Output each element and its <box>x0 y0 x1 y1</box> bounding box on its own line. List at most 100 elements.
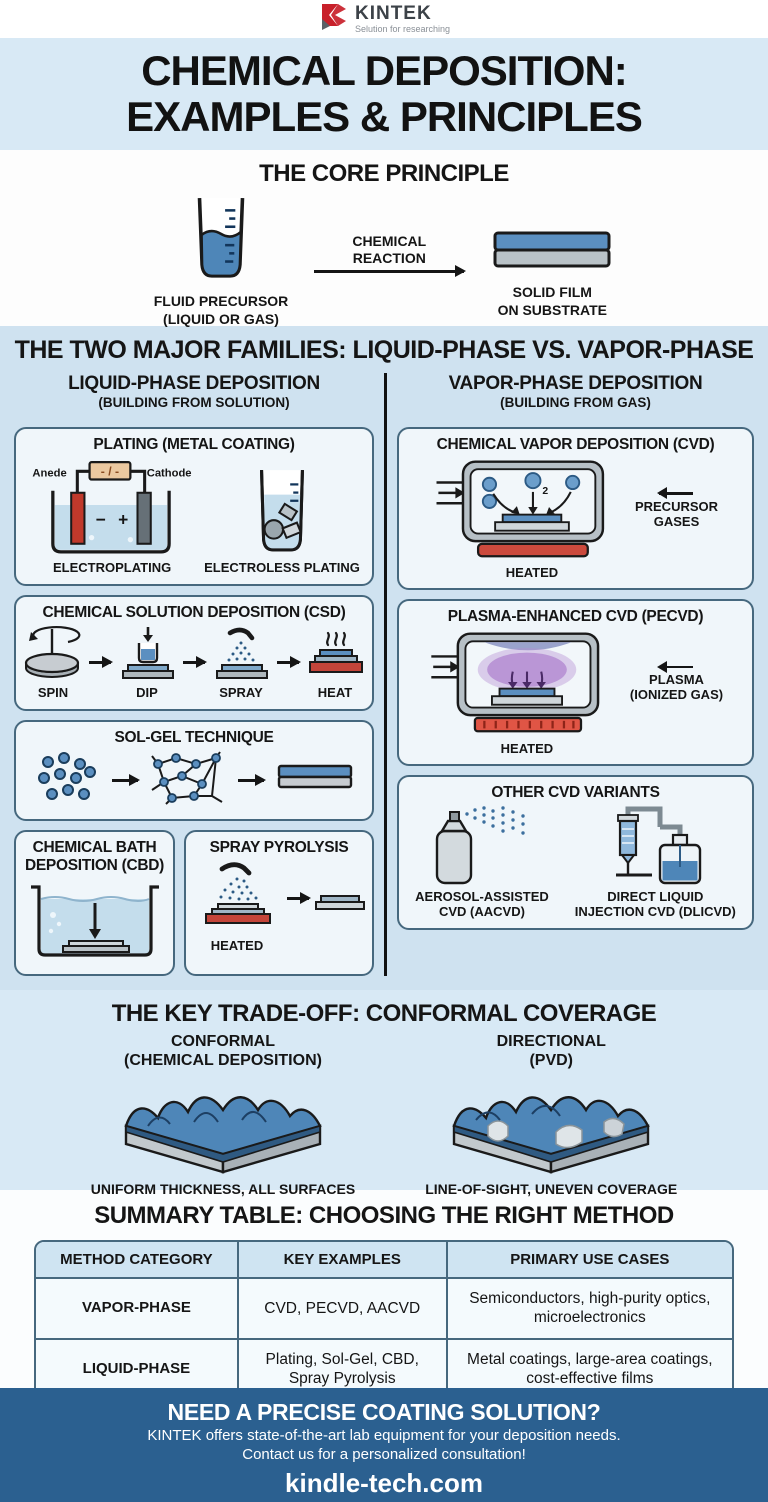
electroplating-cell-icon: - / - Anede Cathode − + <box>28 454 196 561</box>
liquid-column-title: LIQUID-PHASE DEPOSITION <box>68 373 320 394</box>
conformal-figure: CONFORMAL (CHEMICAL DEPOSITION) UNIFORM … <box>91 1032 355 1197</box>
liquid-injection-icon <box>596 805 714 890</box>
dip-label: DIP <box>136 684 158 700</box>
table-row: VAPOR-PHASE CVD, PECVD, AACVD Semiconduc… <box>36 1277 732 1339</box>
page-title-line2: EXAMPLES & PRINCIPLES <box>126 93 643 140</box>
plating-title: PLATING (METAL COATING) <box>93 436 295 453</box>
right-arrow-icon <box>238 774 266 787</box>
pecvd-chamber-icon <box>428 628 626 741</box>
liquid-phase-column: LIQUID-PHASE DEPOSITION (BUILDING FROM S… <box>14 373 374 976</box>
spin-coater-icon <box>22 625 84 686</box>
left-arrow-icon <box>657 487 694 498</box>
right-arrow-icon <box>287 891 311 904</box>
cbd-card: CHEMICAL BATH DEPOSITION (CBD) <box>14 830 175 976</box>
row-examples: CVD, PECVD, AACVD <box>236 1277 447 1339</box>
cbd-title-1: CHEMICAL BATH <box>32 839 157 857</box>
core-principle-heading: THE CORE PRINCIPLE <box>259 160 509 187</box>
aacvd-caption-2: CVD (AACVD) <box>438 904 525 920</box>
sol-particles-icon <box>34 750 100 811</box>
summary-section: SUMMARY TABLE: CHOOSING THE RIGHT METHOD… <box>0 1189 768 1401</box>
plasma-label-2: (IONIZED GAS) <box>629 687 724 703</box>
csd-card: CHEMICAL SOLUTION DEPOSITION (CSD) <box>14 594 374 711</box>
dlicvd-caption-2: INJECTION CVD (DLICVD) <box>574 904 736 920</box>
vapor-column-title: VAPOR-PHASE DEPOSITION <box>448 373 703 394</box>
col-primary-use-cases: PRIMARY USE CASES <box>445 1241 732 1279</box>
right-arrow-icon <box>112 774 140 787</box>
liquid-column-subtitle: (BUILDING FROM SOLUTION) <box>98 395 290 410</box>
cvd-heated-label: HEATED <box>505 564 559 580</box>
col-key-examples: KEY EXAMPLES <box>236 1241 447 1279</box>
reaction-arrow-block: CHEMICAL REACTION <box>314 233 467 278</box>
directional-subtitle: (PVD) <box>529 1052 573 1070</box>
footer-website[interactable]: kindle-tech.com <box>285 1467 483 1498</box>
vapor-phase-column: VAPOR-PHASE DEPOSITION (BUILDING FROM GA… <box>397 373 754 976</box>
core-principle-section: THE CORE PRINCIPLE FLUID PRECURSOR (LIQU… <box>0 150 768 327</box>
aacvd-caption-1: AEROSOL-ASSISTED <box>415 889 549 905</box>
footer-heading: NEED A PRECISE COATING SOLUTION? <box>167 1398 601 1425</box>
gel-network-icon <box>150 750 226 811</box>
cathode-label: Cathode <box>147 467 192 479</box>
footer-cta: NEED A PRECISE COATING SOLUTION? KINTEK … <box>0 1387 768 1502</box>
pyrolysis-heated-label: HEATED <box>210 938 264 954</box>
cvd-variants-card: OTHER CVD VARIANTS <box>397 774 754 931</box>
directional-title: DIRECTIONAL <box>496 1032 606 1050</box>
directional-caption: LINE-OF-SIGHT, UNEVEN COVERAGE <box>425 1181 678 1198</box>
dlicvd-caption-1: DIRECT LIQUID <box>607 889 704 905</box>
fluid-precursor-caption-2: (LIQUID OR GAS) <box>163 310 279 327</box>
spray-pyrolysis-card: SPRAY PYROLYSIS <box>184 830 374 976</box>
solgel-card: SOL-GEL TECHNIQUE <box>14 719 374 822</box>
directional-coating-icon <box>433 1070 669 1179</box>
solid-film-caption-1: SOLID FILM <box>512 284 592 300</box>
page-title-line1: CHEMICAL DEPOSITION: <box>141 46 628 94</box>
solid-film-caption-2: ON SUBSTRATE <box>497 301 607 318</box>
plasma-label-1: PLASMA <box>649 672 704 688</box>
minus-sign: − <box>96 509 106 529</box>
coated-substrate-icon <box>314 893 366 924</box>
cvd-chamber-icon: 2 <box>433 456 631 565</box>
precursor-gases-label-2: GASES <box>653 513 700 529</box>
conformal-caption: UNIFORM THICKNESS, ALL SURFACES <box>90 1181 356 1198</box>
variants-title: OTHER CVD VARIANTS <box>491 783 660 801</box>
brand-name: KINTEK <box>354 3 432 24</box>
spray-nozzle-icon <box>210 625 272 686</box>
film-substrate-icon <box>490 229 614 278</box>
aerosol-can-icon <box>423 805 541 890</box>
pyrolysis-spray-icon <box>192 859 282 938</box>
electroplating-caption: ELECTROPLATING <box>53 559 172 575</box>
tradeoff-heading: THE KEY TRADE-OFF: CONFORMAL COVERAGE <box>111 999 657 1027</box>
precursor-gases-label-1: PRECURSOR <box>634 498 719 514</box>
cvd-card: CHEMICAL VAPOR DEPOSITION (CVD) <box>397 427 754 590</box>
summary-table: METHOD CATEGORY KEY EXAMPLES PRIMARY USE… <box>34 1239 734 1401</box>
brand-tagline: Selution for researching <box>354 24 451 34</box>
pecvd-title: PLASMA-ENHANCED CVD (PECVD) <box>447 607 704 625</box>
plus-sign: + <box>118 509 128 529</box>
molecule-subscript: 2 <box>542 486 548 497</box>
cvd-title: CHEMICAL VAPOR DEPOSITION (CVD) <box>436 436 715 453</box>
plating-card: PLATING (METAL COATING) - / - Anede Cath… <box>14 427 374 586</box>
spray-label: SPRAY <box>219 684 263 700</box>
conformal-subtitle: (CHEMICAL DEPOSITION) <box>124 1052 322 1070</box>
spin-label: SPIN <box>37 684 69 700</box>
solgel-title: SOL-GEL TECHNIQUE <box>114 728 274 746</box>
directional-figure: DIRECTIONAL (PVD) LINE-OF-SIGHT, UNEVEN … <box>425 1032 677 1197</box>
vapor-column-subtitle: (BUILDING FROM GAS) <box>500 395 651 410</box>
fluid-precursor-caption-1: FLUID PRECURSOR <box>153 293 289 309</box>
brand-block: KINTEK Selution for researching <box>355 4 450 34</box>
tradeoff-section: THE KEY TRADE-OFF: CONFORMAL COVERAGE CO… <box>0 989 768 1197</box>
title-band: CHEMICAL DEPOSITION: EXAMPLES & PRINCIPL… <box>0 38 768 150</box>
csd-title: CHEMICAL SOLUTION DEPOSITION (CSD) <box>42 603 346 621</box>
pecvd-card: PLASMA-ENHANCED CVD (PECVD) <box>397 598 754 766</box>
column-divider <box>384 373 387 976</box>
dip-icon <box>116 625 178 686</box>
heat-label: HEAT <box>317 684 353 700</box>
pecvd-heated-label: HEATED <box>500 740 554 756</box>
solid-film-figure: SOLID FILM ON SUBSTRATE <box>490 203 614 319</box>
header-bar: KINTEK Selution for researching <box>0 0 768 38</box>
electroless-beaker-icon <box>249 466 315 561</box>
table-header-row: METHOD CATEGORY KEY EXAMPLES PRIMARY USE… <box>36 1241 732 1279</box>
conformal-title: CONFORMAL <box>170 1032 275 1050</box>
spray-pyrolysis-title: SPRAY PYROLYSIS <box>209 839 349 857</box>
cbd-title-2: DEPOSITION (CBD) <box>24 857 164 875</box>
row-category: VAPOR-PHASE <box>81 1298 191 1316</box>
kintek-logo-icon <box>318 3 348 36</box>
